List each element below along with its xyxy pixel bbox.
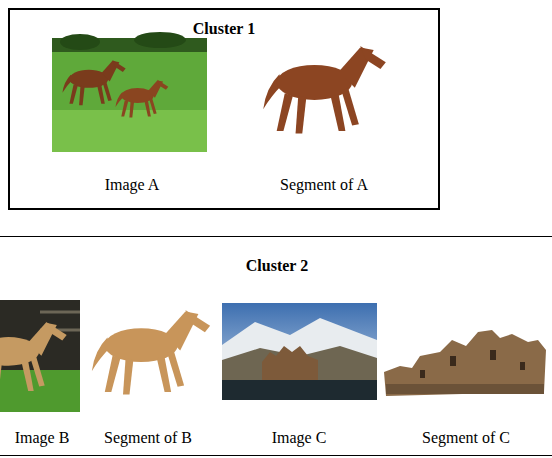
cluster-box: Cluster 1 Image A Segment of A (8, 8, 440, 210)
image-c (222, 303, 377, 400)
image-caption: Segment of C (422, 429, 510, 447)
image-b (0, 300, 80, 412)
image-caption: Image B (15, 429, 70, 447)
cluster-title: Cluster 1 (193, 20, 255, 38)
cluster-band: Cluster 2 Image B Segment of B Image C Segme… (0, 236, 552, 456)
image-caption: Image C (272, 429, 327, 447)
image-caption: Segment of B (104, 429, 192, 447)
segment-a (263, 46, 386, 134)
image-a (52, 32, 207, 152)
cluster-title: Cluster 2 (246, 257, 308, 275)
image-caption: Image A (105, 176, 160, 194)
segment-b (92, 310, 210, 395)
image-caption: Segment of A (280, 176, 368, 194)
segment-c (384, 330, 546, 396)
